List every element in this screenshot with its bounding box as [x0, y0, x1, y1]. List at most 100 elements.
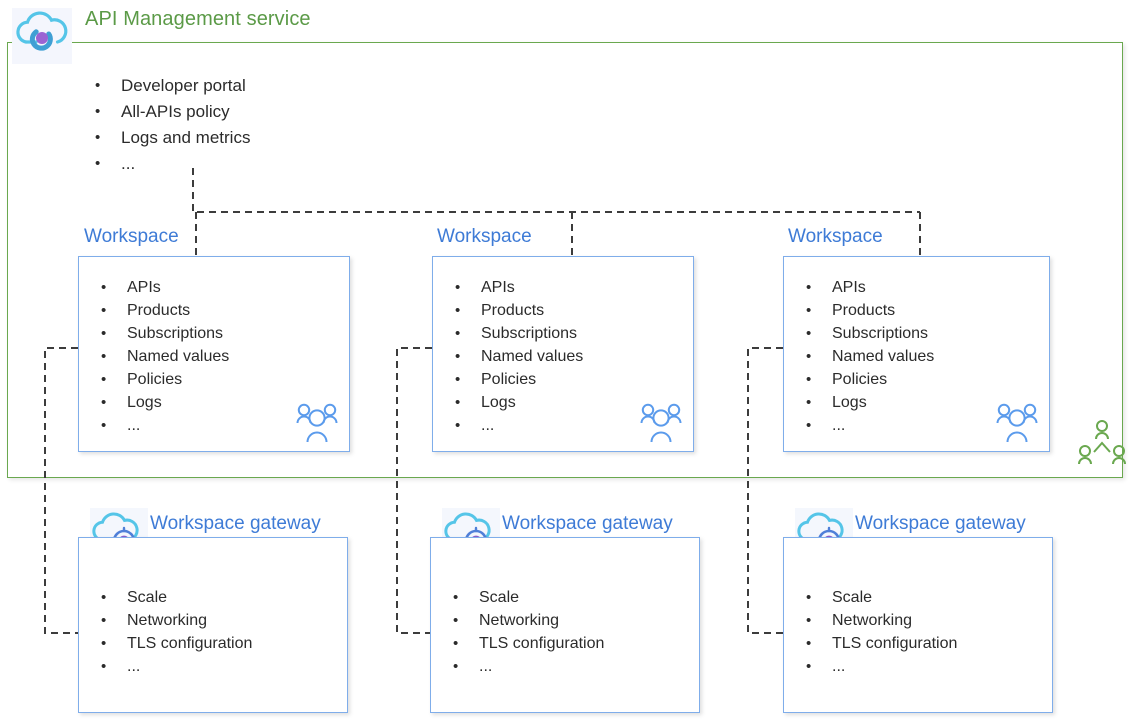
workspace-gateway-1-label: Workspace gateway [150, 513, 321, 534]
list-item: • ... [95, 151, 250, 177]
bullet-marker: • [455, 417, 461, 434]
list-item: • Logs [455, 391, 583, 414]
workspace-3-box: • APIs • Products • Subscriptions • Name… [783, 256, 1050, 452]
list-item: • Networking [101, 609, 252, 632]
list-item-label: Products [127, 302, 191, 319]
list-item-label: Logs [481, 394, 516, 411]
workspace-gateway-3-label: Workspace gateway [855, 513, 1026, 534]
bullet-marker: • [95, 77, 101, 94]
list-item-label: Subscriptions [832, 325, 929, 342]
bullet-marker: • [101, 394, 107, 411]
list-item-label: ... [121, 154, 136, 173]
list-item: • ... [806, 414, 934, 437]
list-item-label: Named values [127, 348, 230, 365]
bullet-marker: • [95, 103, 101, 120]
list-item-label: Subscriptions [481, 325, 578, 342]
bullet-marker: • [101, 589, 107, 606]
list-item-label: Scale [832, 589, 873, 606]
gateway-2-bullet-list: • Scale • Networking • TLS configuration… [453, 586, 604, 678]
list-item-label: Subscriptions [127, 325, 224, 342]
bullet-marker: • [101, 325, 107, 342]
bullet-marker: • [806, 348, 812, 365]
api-management-cloud-icon [12, 8, 72, 64]
list-item: • ... [806, 655, 957, 678]
bullet-marker: • [806, 417, 812, 434]
list-item-label: APIs [127, 279, 161, 296]
bullet-marker: • [806, 302, 812, 319]
list-item-label: ... [832, 417, 846, 434]
workspace-3-label: Workspace [788, 226, 883, 247]
list-item: • Subscriptions [101, 322, 229, 345]
bullet-marker: • [806, 325, 812, 342]
list-item-label: Policies [481, 371, 537, 388]
bullet-marker: • [806, 612, 812, 629]
bullet-marker: • [806, 371, 812, 388]
list-item: • Scale [453, 586, 604, 609]
list-item: • ... [455, 414, 583, 437]
list-item-label: Scale [479, 589, 520, 606]
list-item: • Developer portal [95, 73, 250, 99]
bullet-marker: • [455, 348, 461, 365]
bullet-marker: • [455, 394, 461, 411]
workspace-gateway-2-label: Workspace gateway [502, 513, 673, 534]
list-item-label: Logs [832, 394, 867, 411]
workspace-gateway-3-box: • Scale • Networking • TLS configuration… [783, 537, 1053, 713]
bullet-marker: • [95, 155, 101, 172]
list-item: • APIs [101, 276, 229, 299]
bullet-marker: • [101, 612, 107, 629]
list-item-label: Networking [832, 612, 913, 629]
list-item: • ... [101, 655, 252, 678]
list-item: • All-APIs policy [95, 99, 250, 125]
workspace-2-label: Workspace [437, 226, 532, 247]
list-item-label: Policies [127, 371, 183, 388]
bullet-marker: • [95, 129, 101, 146]
bullet-marker: • [453, 658, 459, 675]
gateway-3-bullet-list: • Scale • Networking • TLS configuration… [806, 586, 957, 678]
bullet-marker: • [806, 635, 812, 652]
apim-bullet-list: • Developer portal • All-APIs policy • L… [95, 73, 250, 177]
list-item-label: Products [832, 302, 896, 319]
list-item-label: Developer portal [121, 76, 246, 95]
list-item: • Named values [101, 345, 229, 368]
bullet-marker: • [806, 589, 812, 606]
list-item-label: ... [479, 658, 493, 675]
bullet-marker: • [101, 279, 107, 296]
list-item: • TLS configuration [453, 632, 604, 655]
people-group-icon [993, 401, 1041, 445]
bullet-marker: • [453, 589, 459, 606]
list-item: • APIs [455, 276, 583, 299]
list-item: • Policies [455, 368, 583, 391]
list-item-label: Logs [127, 394, 162, 411]
workspace-gateway-1-box: • Scale • Networking • TLS configuration… [78, 537, 348, 713]
list-item: • Networking [806, 609, 957, 632]
bullet-marker: • [101, 348, 107, 365]
bullet-marker: • [455, 279, 461, 296]
list-item: • APIs [806, 276, 934, 299]
bullet-marker: • [101, 302, 107, 319]
list-item-label: Logs and metrics [121, 128, 251, 147]
bullet-marker: • [806, 279, 812, 296]
list-item: • Networking [453, 609, 604, 632]
workspace-2-bullet-list: • APIs • Products • Subscriptions • Name… [455, 276, 583, 437]
list-item-label: APIs [481, 279, 515, 296]
bullet-marker: • [101, 417, 107, 434]
list-item: • TLS configuration [101, 632, 252, 655]
list-item-label: TLS configuration [127, 635, 253, 652]
list-item: • Policies [806, 368, 934, 391]
list-item-label: Networking [479, 612, 560, 629]
list-item: • Named values [806, 345, 934, 368]
list-item: • Policies [101, 368, 229, 391]
workspace-3-bullet-list: • APIs • Products • Subscriptions • Name… [806, 276, 934, 437]
list-item: • Logs and metrics [95, 125, 250, 151]
list-item-label: Networking [127, 612, 208, 629]
bullet-marker: • [455, 371, 461, 388]
list-item-label: Products [481, 302, 545, 319]
list-item-label: ... [832, 658, 846, 675]
workspace-1-bullet-list: • APIs • Products • Subscriptions • Name… [101, 276, 229, 437]
list-item-label: ... [127, 658, 141, 675]
gateway-1-bullet-list: • Scale • Networking • TLS configuration… [101, 586, 252, 678]
bullet-marker: • [453, 612, 459, 629]
workspace-1-box: • APIs • Products • Subscriptions • Name… [78, 256, 350, 452]
list-item: • Products [101, 299, 229, 322]
